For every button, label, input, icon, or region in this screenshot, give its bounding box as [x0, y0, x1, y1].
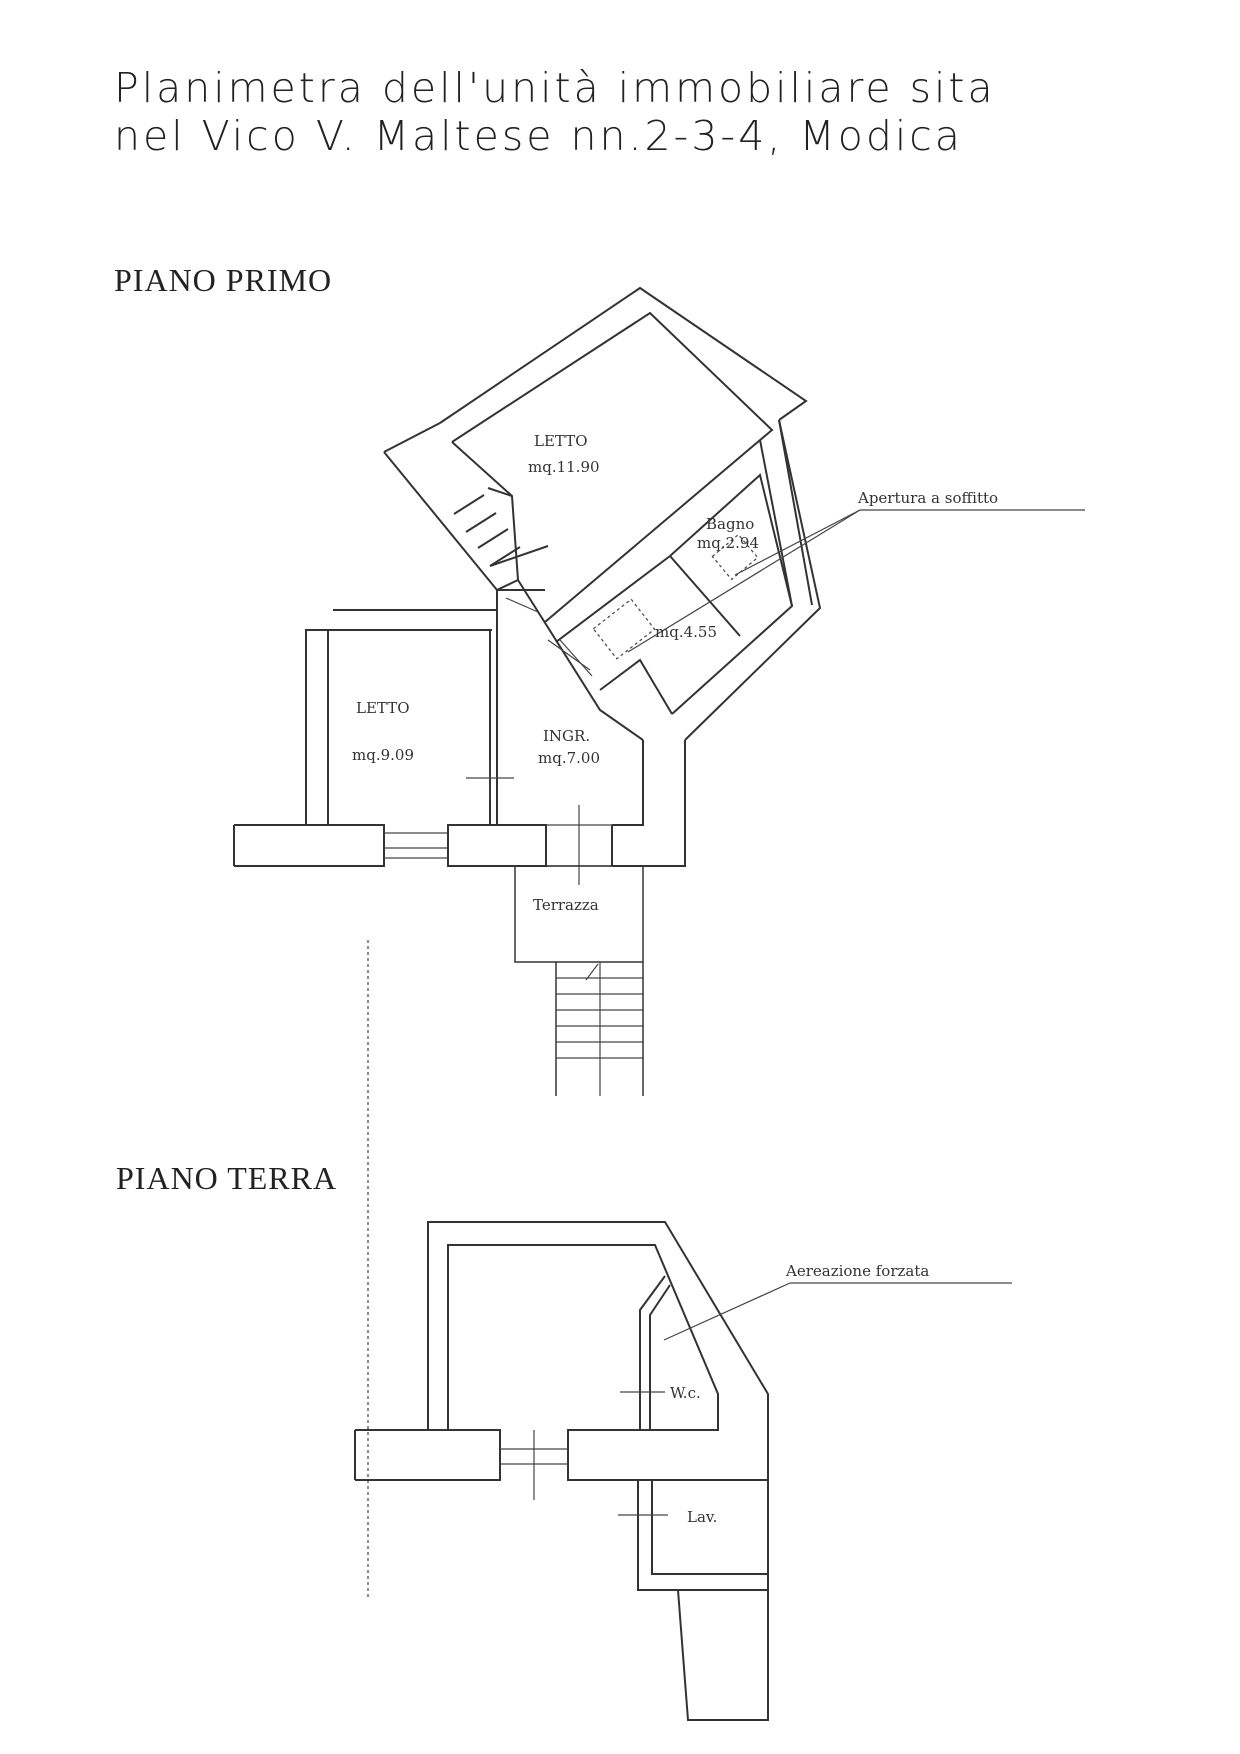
- facade-wall-primo: [233, 740, 686, 885]
- room-letto-top-walls: [383, 286, 808, 623]
- lav-name: Lav.: [687, 1508, 717, 1526]
- room-ingresso-walls: [496, 579, 644, 826]
- wc-name: W.c.: [670, 1384, 701, 1402]
- terrazza-name: Terrazza: [533, 896, 599, 914]
- piano-terra-plan: Aereazione forzata W.c. Lav.: [354, 1221, 1012, 1721]
- callout-aereazione: Aereazione forzata: [663, 1262, 1012, 1341]
- ingresso-name: INGR.: [543, 727, 590, 745]
- room-bagno-walls: [555, 419, 822, 741]
- callout-apertura-label: Apertura a soffitto: [857, 489, 998, 507]
- letto-top-name: LETTO: [534, 432, 588, 450]
- document-title: Planimetra dell'unità immobiliare sita n…: [114, 64, 996, 160]
- letto-top-area: mq.11.90: [528, 458, 600, 476]
- callout-aereazione-label: Aereazione forzata: [785, 1262, 929, 1280]
- ingresso-area: mq.7.00: [538, 749, 600, 767]
- callout-apertura: Apertura a soffitto: [627, 489, 1085, 653]
- heading-piano-terra: PIANO TERRA: [116, 1160, 338, 1196]
- room-letto-left-walls: [305, 609, 514, 825]
- bagno-area: mq.2.94: [697, 534, 759, 552]
- piano-primo-plan: Apertura a soffitto LETTO mq.11.90 Bagno: [233, 286, 1085, 1096]
- heading-piano-primo: PIANO PRIMO: [114, 262, 333, 298]
- ground-floor-walls: [354, 1221, 769, 1721]
- terrazza-stairs: [514, 865, 644, 1096]
- bagno-name: Bagno: [706, 515, 754, 533]
- letto-left-area: mq.9.09: [352, 746, 414, 764]
- disimpegno-area: mq.4.55: [655, 623, 717, 641]
- title-line-1: Planimetra dell'unità immobiliare sita: [114, 64, 996, 112]
- title-line-2: nel Vico V. Maltese nn.2-3-4, Modica: [114, 112, 963, 160]
- letto-left-name: LETTO: [356, 699, 410, 717]
